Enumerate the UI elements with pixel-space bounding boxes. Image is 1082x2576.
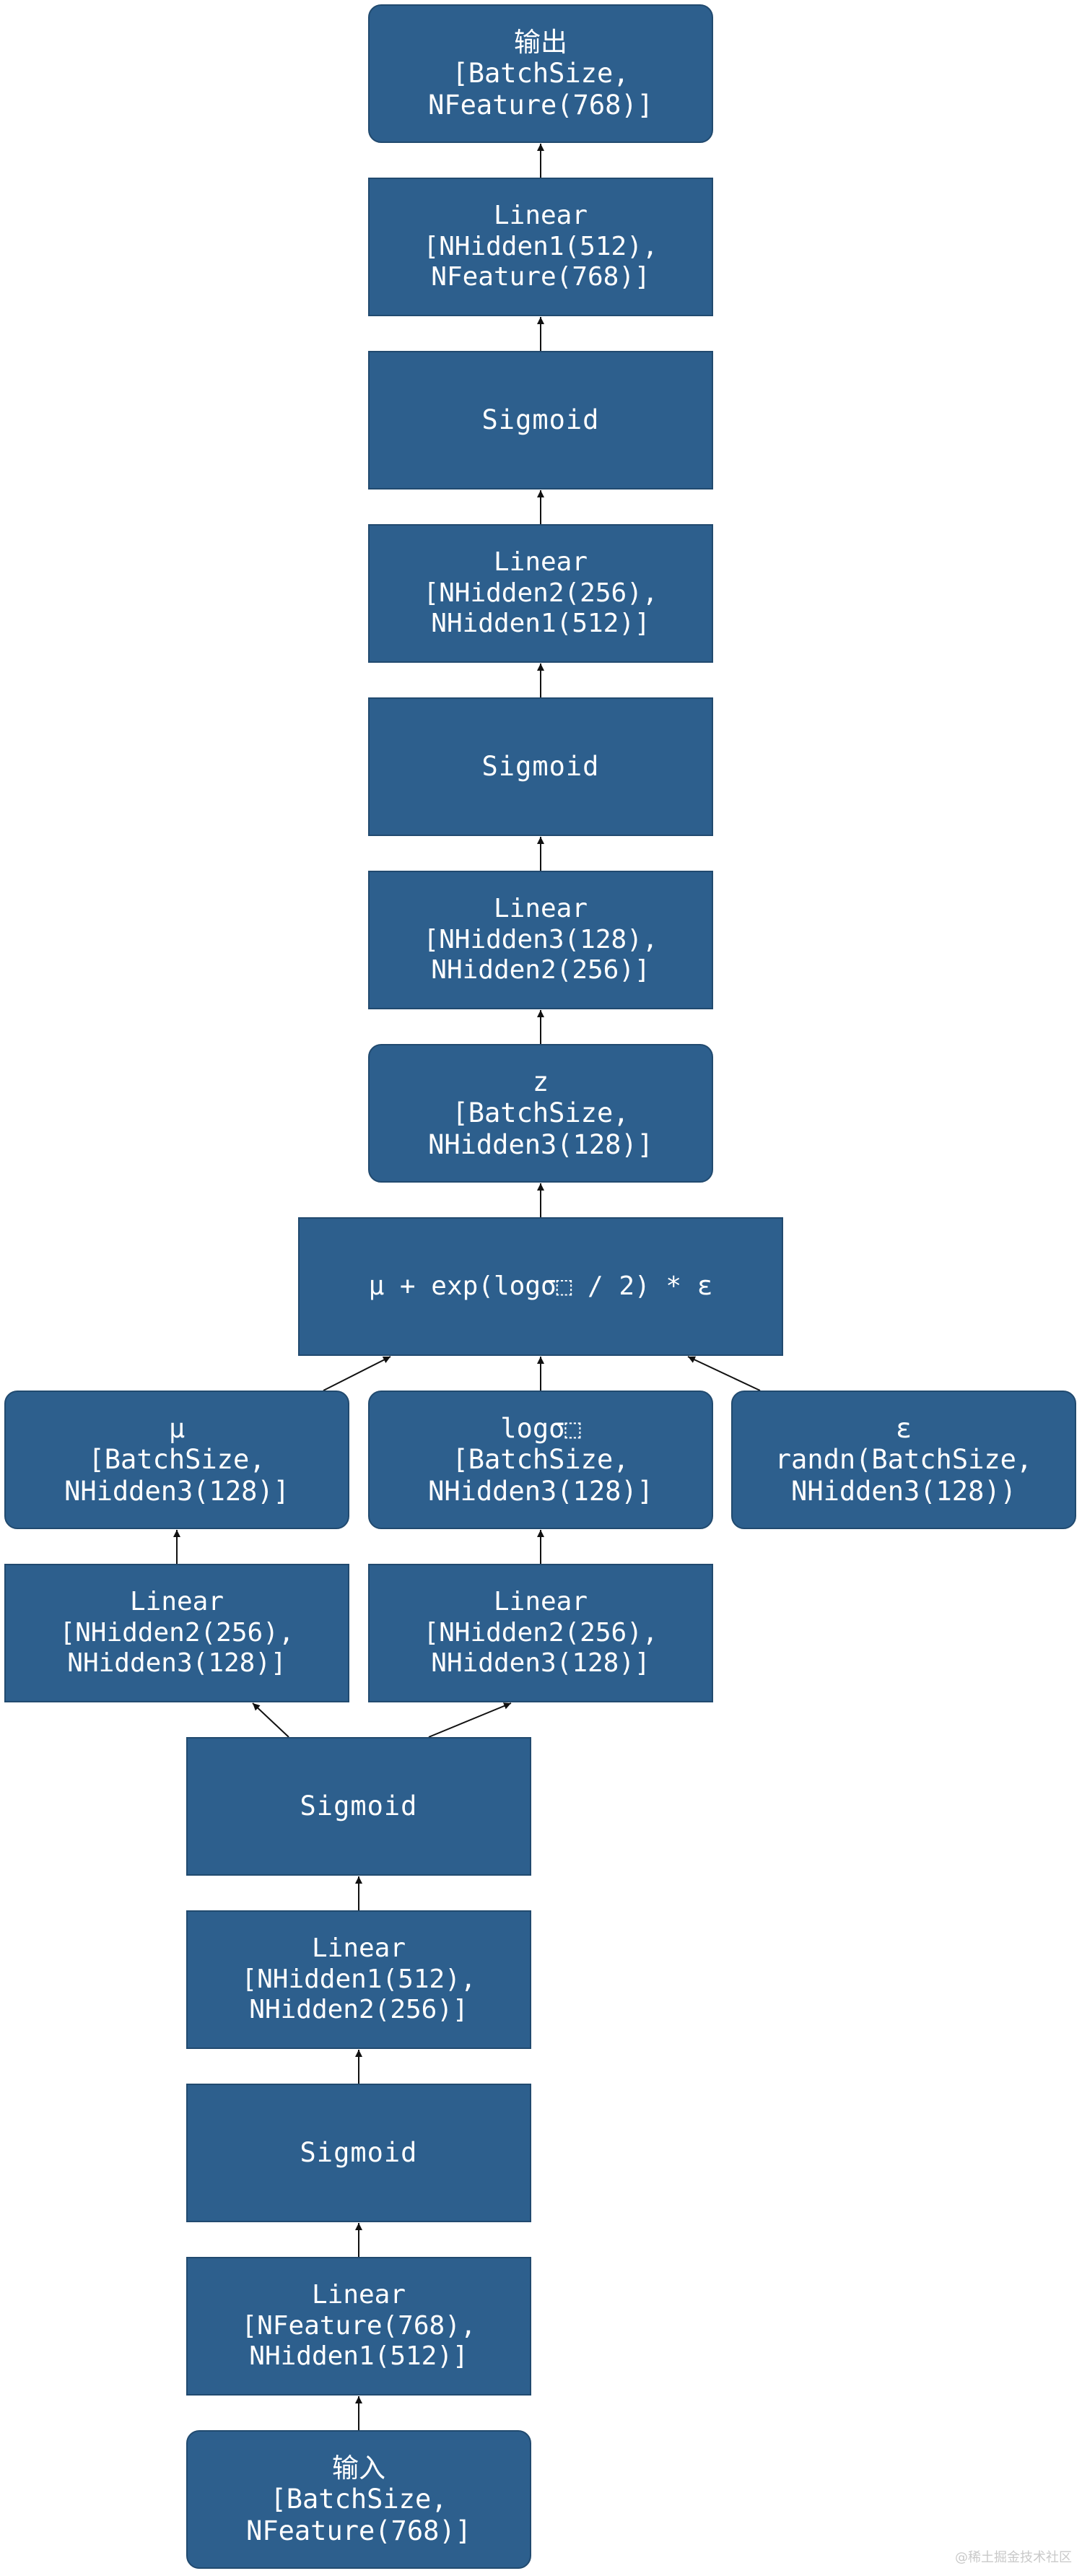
watermark: @稀土掘金技术社区 [955,2550,1072,2565]
node-dec-lin3: Linear [NHidden1(512), NFeature(768)] [368,178,713,316]
node-dec-lin1: Linear [NHidden3(128), NHidden2(256)] [368,871,713,1009]
node-dec-lin2: Linear [NHidden2(256), NHidden1(512)] [368,524,713,663]
node-mu-lin: Linear [NHidden2(256), NHidden3(128)] [4,1564,349,1702]
edge-enc-sig2-to-mu-lin [252,1702,289,1738]
node-output: 输出 [BatchSize, NFeature(768)] [368,4,713,143]
node-enc-sig1: Sigmoid [186,2084,531,2222]
node-reparam: μ + exp(logσ⬚ / 2) * ε [298,1217,783,1356]
node-enc-sig2: Sigmoid [186,1737,531,1876]
node-dec-sig2: Sigmoid [368,351,713,489]
node-input: 输入 [BatchSize, NFeature(768)] [186,2430,531,2569]
node-enc-lin2: Linear [NHidden1(512), NHidden2(256)] [186,1910,531,2049]
node-logvar: logσ⬚ [BatchSize, NHidden3(128)] [368,1391,713,1529]
node-logvar-lin: Linear [NHidden2(256), NHidden3(128)] [368,1564,713,1702]
edge-mu-to-reparam [323,1356,391,1391]
node-enc-lin1: Linear [NFeature(768), NHidden1(512)] [186,2257,531,2396]
node-eps: ε randn(BatchSize, NHidden3(128)) [731,1391,1076,1529]
edge-eps-to-reparam [687,1356,761,1391]
node-z: z [BatchSize, NHidden3(128)] [368,1044,713,1183]
node-mu: μ [BatchSize, NHidden3(128)] [4,1391,349,1529]
edge-enc-sig2-to-logvar-lin [428,1702,512,1738]
node-dec-sig1: Sigmoid [368,697,713,836]
